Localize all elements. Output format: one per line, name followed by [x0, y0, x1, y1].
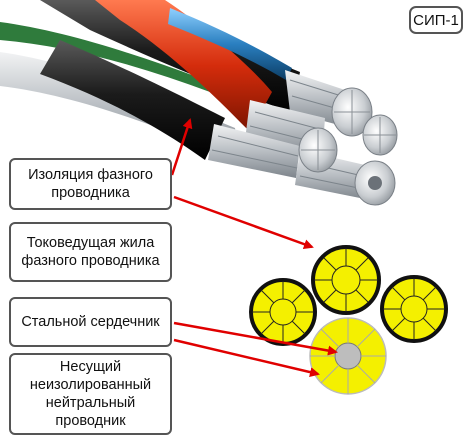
end-cap-lines: [301, 90, 396, 170]
label-phase-insulation: Изоляция фазного проводника: [9, 158, 172, 210]
cable-strand-green: [0, 22, 210, 92]
label-phase-conductor: Токоведущая жила фазного проводника: [9, 222, 172, 282]
pointer-arrow-steel-core: [173, 321, 338, 356]
cable-type-text: СИП-1: [413, 11, 459, 29]
label-neutral: Несущий неизолированный нейтральный пров…: [9, 353, 172, 435]
phase-conductor-top: [311, 245, 381, 315]
label-neutral-text: Несущий неизолированный нейтральный пров…: [29, 359, 152, 429]
label-steel-core-text: Стальной сердечник: [21, 314, 160, 330]
neutral-conductor: [309, 317, 387, 395]
cable-blue-phase: [168, 8, 292, 80]
pointer-arrow-insulation: [170, 118, 193, 176]
phase-conductor-right: [380, 275, 448, 343]
pointer-arrow-neutral: [173, 338, 320, 378]
pointer-arrows: [170, 118, 338, 378]
cable-black-middle: [40, 40, 225, 160]
label-steel-core: Стальной сердечник: [9, 297, 172, 347]
cable-illustration: [0, 0, 398, 206]
label-phase-insulation-text: Изоляция фазного проводника: [28, 167, 153, 201]
label-phase-conductor-text: Токоведущая жила фазного проводника: [21, 235, 160, 269]
steel-core-end: [368, 176, 382, 190]
cross-section-diagram: [249, 245, 448, 395]
phase-conductor-left: [249, 278, 317, 346]
cable-type-badge: СИП-1: [409, 6, 463, 34]
cable-red-phase: [95, 0, 272, 132]
conductor-exposed-3: [208, 124, 300, 178]
pointer-arrow-conductor: [173, 195, 314, 249]
